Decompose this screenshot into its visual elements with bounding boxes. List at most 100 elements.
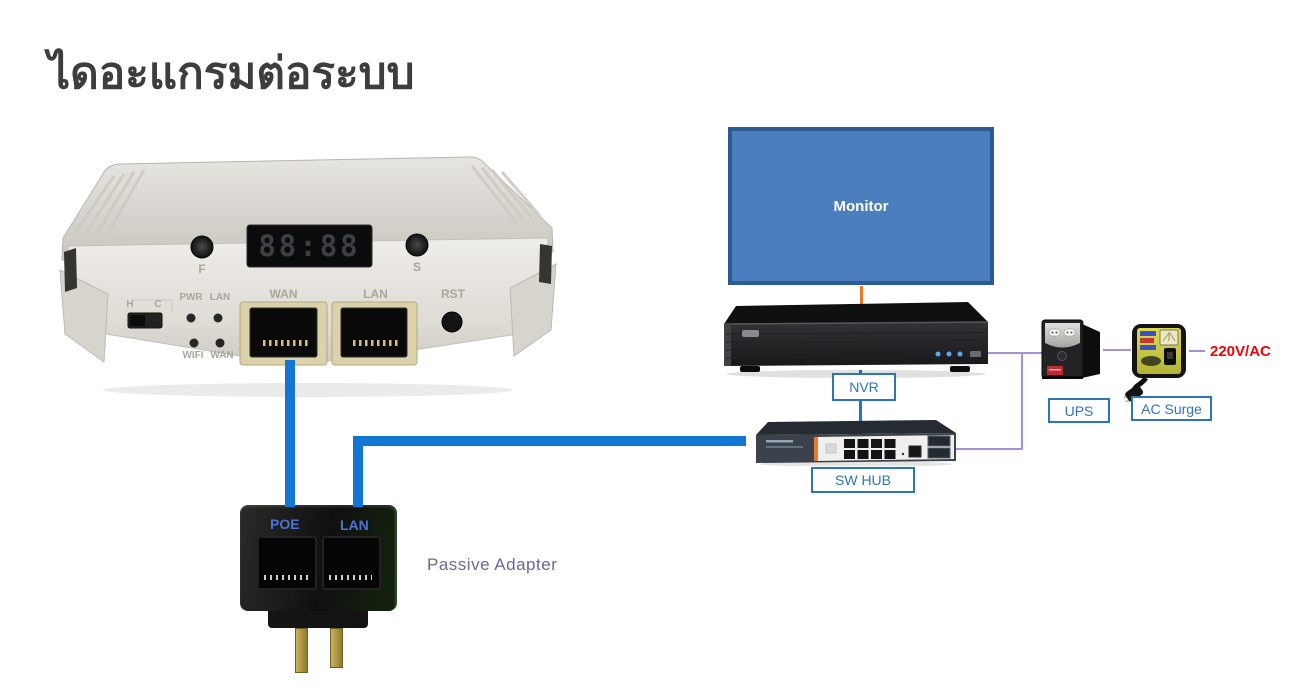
adapter-lan-label: LAN	[340, 517, 369, 533]
ap-corner-ribs	[72, 165, 542, 241]
swhub-front-text-line1	[766, 440, 793, 443]
access-point-device: 88:88 F S H C PWR LAN WIFI WAN WAN LAN R…	[58, 150, 558, 400]
ap-led-label-wan: WAN	[210, 350, 234, 361]
acsurge-label-box: AC Surge	[1131, 396, 1212, 421]
swhub-front-text-line2	[766, 446, 803, 448]
adapter-poe-label: POE	[270, 516, 300, 532]
nvr-top-edge	[723, 321, 989, 325]
nvr-body	[723, 302, 989, 378]
monitor-device: Monitor	[728, 127, 994, 285]
ups-emblem	[1057, 351, 1067, 361]
adapter-pin-right	[330, 628, 343, 668]
monitor-label: Monitor	[833, 197, 889, 215]
ap-switch-left-label: H	[126, 299, 134, 310]
swhub-shadow	[760, 461, 952, 467]
adapter-lan-port	[322, 536, 381, 590]
acsurge-device	[1118, 322, 1196, 407]
ap-s-button-label: S	[412, 260, 421, 274]
nvr-brushed-lines	[725, 332, 987, 359]
nvr-status-leds	[935, 351, 963, 357]
connector-monitor-to-nvr	[860, 286, 863, 306]
ap-switch-bracket	[132, 299, 173, 312]
connector-acsurge-to-power	[1189, 350, 1205, 352]
ap-top-shell	[61, 156, 554, 261]
ap-right-slot	[539, 244, 552, 284]
acsurge-logo	[1141, 356, 1161, 366]
ap-lan-port-label: LAN	[363, 287, 388, 301]
adapter-pin-left	[295, 628, 308, 673]
swhub-device	[756, 420, 958, 467]
swhub-orange-stripe	[814, 437, 818, 461]
power-source-label: 220V/AC	[1210, 343, 1271, 360]
ap-switch-right-label: C	[154, 299, 162, 310]
ups-indicator-left	[1048, 328, 1061, 337]
ap-led-label-lan: LAN	[209, 292, 231, 303]
nvr-label-box: NVR	[832, 373, 896, 401]
nvr-foot-right	[950, 366, 970, 372]
acsurge-body	[1118, 324, 1186, 407]
ap-s-button	[405, 233, 429, 257]
ap-reset-button	[441, 311, 463, 333]
cable-adapter-lan-to-swhub	[353, 436, 746, 446]
ap-left-wing	[59, 269, 109, 363]
nvr-top-face	[724, 302, 988, 324]
ap-display-bezel	[246, 224, 373, 268]
adapter-base-step	[268, 611, 368, 628]
ups-base	[1042, 376, 1083, 379]
swhub-label-box: SW HUB	[811, 467, 915, 493]
acsurge-gauge-ticks	[1162, 332, 1176, 342]
ap-right-wing	[509, 263, 557, 357]
swhub-sfp-port-1	[927, 435, 951, 447]
acsurge-switch-knob	[1167, 352, 1173, 359]
access-point-body	[59, 156, 557, 397]
connector-ups-to-acsurge	[1103, 349, 1131, 351]
swhub-body	[756, 420, 956, 467]
ap-lan-port-jack	[340, 307, 408, 358]
adapter-lan-pins	[329, 575, 372, 580]
adapter-poe-pins	[264, 575, 308, 580]
connector-nvr-to-swhub	[859, 370, 862, 442]
cable-adapter-lan-vertical	[353, 436, 363, 507]
ap-mode-switch-knob	[130, 315, 145, 326]
nvr-front-face	[724, 322, 988, 366]
nvr-device	[722, 300, 992, 378]
connector-nvr-to-ups	[988, 352, 1042, 354]
swhub-reset-dot	[901, 452, 905, 456]
ups-device	[1038, 316, 1108, 380]
ap-shadow	[103, 383, 513, 397]
adapter-poe-port	[257, 536, 317, 590]
ups-label-box: UPS	[1048, 398, 1110, 423]
nvr-label: NVR	[849, 379, 879, 395]
swhub-top-face	[756, 420, 956, 435]
ap-wan-port-jack	[249, 307, 318, 358]
ups-indicator-dots	[1051, 331, 1073, 334]
nvr-logo	[742, 330, 759, 337]
swhub-label: SW HUB	[835, 472, 891, 488]
nvr-foot-left	[740, 366, 760, 372]
ap-reset-label: RST	[441, 287, 465, 301]
page-title: ไดอะแกรมต่อระบบ	[48, 49, 415, 98]
passive-adapter-device: POE LAN	[240, 503, 410, 673]
ups-body	[1041, 319, 1100, 379]
ap-f-button	[190, 235, 214, 259]
ups-brand-text	[1049, 369, 1061, 371]
acsurge-stripe-red	[1140, 338, 1154, 343]
ap-left-slot	[64, 248, 77, 292]
ap-f-button-label: F	[198, 262, 206, 276]
ups-side-face	[1082, 324, 1100, 378]
nvr-front-button	[970, 351, 981, 357]
acsurge-label: AC Surge	[1141, 400, 1202, 417]
swhub-rj45-ports	[844, 439, 896, 459]
acsurge-stripe-blue2	[1140, 345, 1156, 350]
ap-led-dots	[186, 313, 225, 348]
ap-led-display: 88:88	[258, 229, 361, 263]
acsurge-stripe-blue1	[1140, 331, 1156, 336]
swhub-sfp-port-2	[927, 447, 951, 459]
nvr-left-bevel	[724, 323, 731, 366]
ups-indicator-right	[1063, 328, 1076, 337]
cable-ap-wan-to-adapter-poe	[285, 360, 295, 507]
swhub-dip-block	[825, 443, 837, 454]
ups-label: UPS	[1064, 402, 1094, 419]
connector-swhub-to-ups-horizontal	[950, 448, 1023, 450]
